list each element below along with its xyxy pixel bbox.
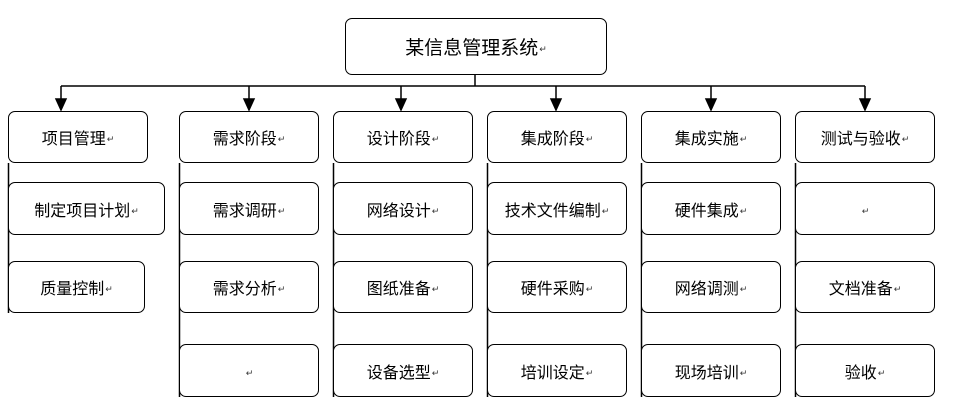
root-label: 某信息管理系统 [405, 37, 539, 59]
item-requirements-1: 需求调研↵ [179, 182, 319, 235]
header-implementation: 集成实施↵ [641, 111, 781, 163]
item-requirements-3: ↵ [179, 344, 319, 397]
arrow-head-implementation [704, 98, 718, 112]
header-requirements: 需求阶段↵ [179, 111, 319, 163]
item-implementation-3: 现场培训↵ [641, 344, 781, 397]
item-project-2: 质量控制↵ [8, 261, 145, 313]
arrow-head-project [54, 98, 68, 112]
item-testing-3: 验收↵ [795, 344, 935, 397]
item-integration-2: 硬件采购↵ [487, 261, 627, 313]
arrow-head-testing [858, 98, 872, 112]
item-integration-1: 技术文件编制↵ [487, 182, 627, 235]
header-testing: 测试与验收↵ [795, 111, 935, 163]
item-testing-1: ↵ [795, 182, 935, 235]
item-requirements-2: 需求分析↵ [179, 261, 319, 313]
item-integration-3: 培训设定↵ [487, 344, 627, 397]
item-design-1: 网络设计↵ [333, 182, 473, 235]
root-node: 某信息管理系统↵ [345, 18, 607, 75]
arrow-head-requirements [242, 98, 256, 112]
arrow-head-integration [549, 98, 563, 112]
header-integration: 集成阶段↵ [487, 111, 627, 163]
item-design-3: 设备选型↵ [333, 344, 473, 397]
item-implementation-1: 硬件集成↵ [641, 182, 781, 235]
item-testing-2: 文档准备↵ [795, 261, 935, 313]
item-implementation-2: 网络调测↵ [641, 261, 781, 313]
item-project-1: 制定项目计划↵ [8, 182, 165, 235]
item-design-2: 图纸准备↵ [333, 261, 473, 313]
header-project: 项目管理↵ [8, 111, 148, 163]
header-design: 设计阶段↵ [333, 111, 473, 163]
arrow-head-design [394, 98, 408, 112]
